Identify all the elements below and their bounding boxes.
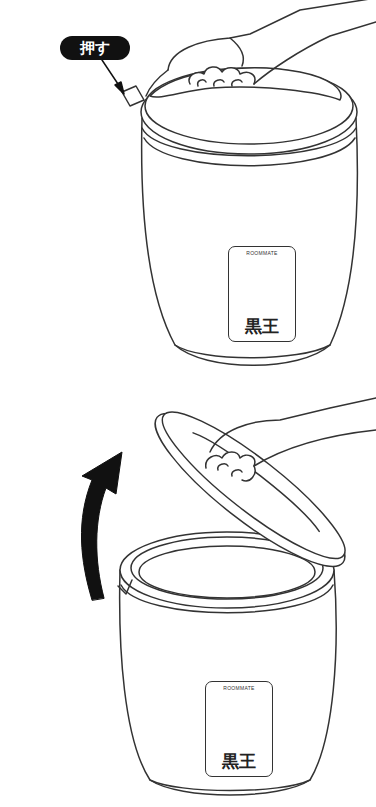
brand-name: ROOMMATE [246, 250, 277, 256]
control-panel: ROOMMATE 黒王 [228, 246, 296, 342]
model-name: 黒王 [222, 753, 256, 770]
model-name: 黒王 [245, 318, 279, 335]
open-cooker [81, 392, 376, 795]
callout-pill: 押す [60, 36, 130, 60]
panel-controls [211, 259, 288, 730]
action-label: 押す [80, 41, 110, 56]
closed-cooker [102, 0, 376, 365]
brand-name: ROOMMATE [223, 685, 254, 691]
control-panel: ROOMMATE 黒王 [205, 681, 273, 777]
